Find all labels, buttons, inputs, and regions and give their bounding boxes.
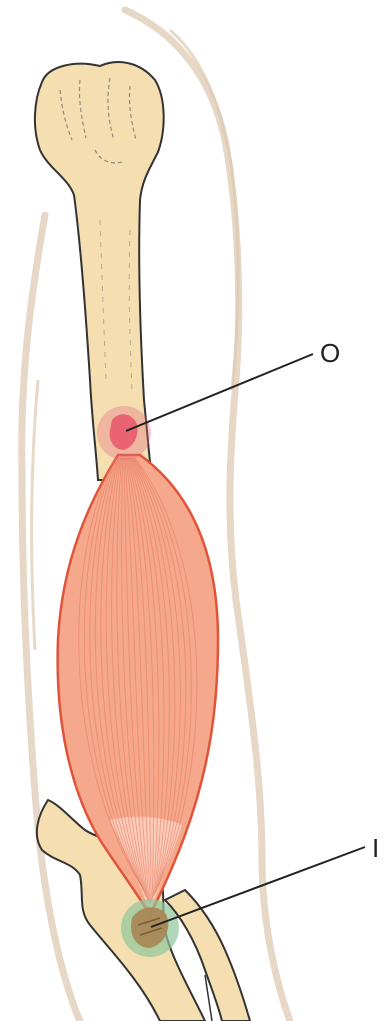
insertion-leader-line <box>151 847 365 927</box>
origin-marker-icon <box>97 406 151 460</box>
arm-skin-shadow-front <box>32 380 38 650</box>
origin-label: O <box>320 338 340 368</box>
insertion-marker-icon <box>121 899 179 957</box>
insertion-label: I <box>372 833 379 863</box>
origin-leader-line <box>126 354 313 431</box>
